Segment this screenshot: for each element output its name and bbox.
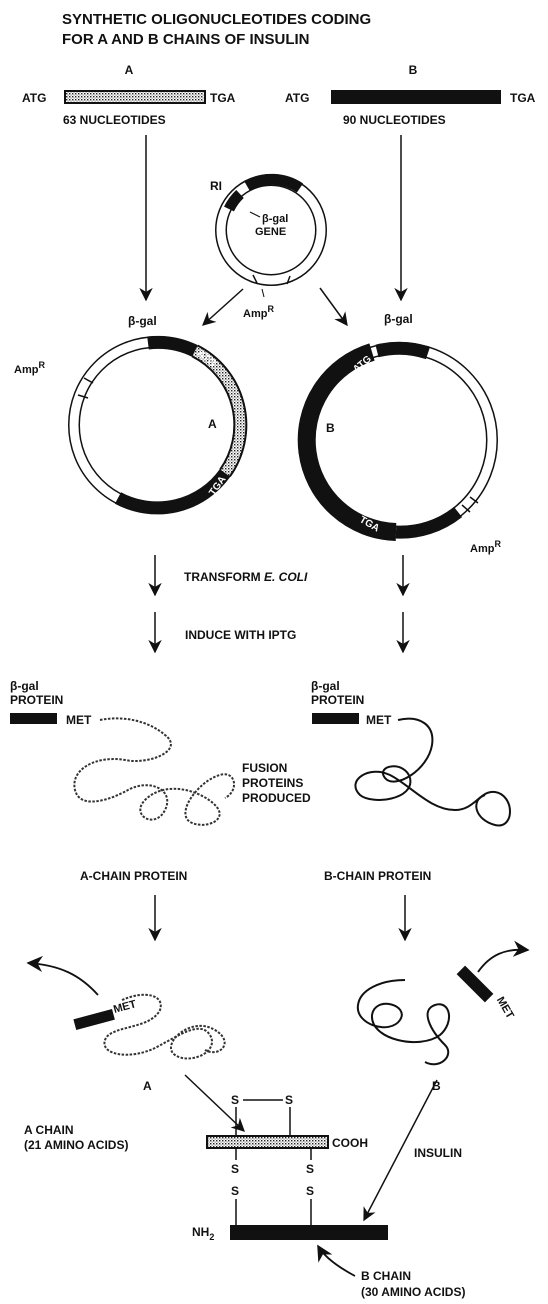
cleaved-met-left: MET [28, 963, 138, 1030]
b-chain-pointer [318, 1246, 355, 1276]
gene-b-length: 90 NUCLEOTIDES [343, 113, 446, 127]
plasmid-ampr-label: AmpR [243, 304, 274, 320]
fusion-a-protein-label: PROTEIN [10, 693, 63, 707]
gene-b-label: B [409, 63, 418, 77]
curved-arrow-right [478, 950, 528, 972]
insulin-label: INSULIN [414, 1146, 462, 1160]
a-chain-free-label: A [143, 1079, 152, 1093]
plasmid-a-insert-label: A [208, 417, 217, 431]
recombinant-plasmid-a: β-gal AmpR ATG TGA A [14, 314, 240, 508]
gene-b-start-codon: ATG [285, 91, 309, 105]
fusion-protein-a: β-gal PROTEIN MET [10, 679, 234, 825]
s-a2: S [285, 1093, 293, 1107]
title-line-2: FOR A AND B CHAINS OF INSULIN [62, 31, 310, 48]
s-b4: S [306, 1184, 314, 1198]
b-chain-bar [230, 1225, 388, 1240]
arrow-plasmid-to-b [320, 288, 347, 325]
plasmid-b-ampr-label: AmpR [470, 539, 501, 555]
plasmid-b-bgal-label: β-gal [384, 312, 413, 326]
nh2-label: NH2 [192, 1225, 214, 1242]
transform-step: TRANSFORM E. COLI [184, 570, 308, 584]
gene-a-length: 63 NUCLEOTIDES [63, 113, 166, 127]
vector-plasmid: RI β-gal GENE AmpR [210, 179, 321, 320]
s-a1: S [231, 1093, 239, 1107]
b-chain-free [358, 980, 449, 1064]
plasmid-b-insert-label: B [326, 421, 335, 435]
s-b2: S [306, 1162, 314, 1176]
cooh-label: COOH [332, 1136, 368, 1150]
gene-a-stop-codon: TGA [210, 91, 236, 105]
a-chain-bar [207, 1136, 328, 1148]
fusion-b-bgal-label: β-gal [311, 679, 340, 693]
a-chain-protein-label: A-CHAIN PROTEIN [80, 869, 187, 883]
gene-b-bar [331, 90, 501, 104]
a-chain-length: (21 AMINO ACIDS) [24, 1138, 128, 1152]
fusion-produced-line-3: PRODUCED [242, 791, 311, 805]
fusion-b-chain [355, 719, 510, 826]
fusion-protein-b: β-gal PROTEIN MET [311, 679, 510, 825]
plasmid-gene-label: GENE [255, 226, 286, 238]
fusion-b-protein-label: PROTEIN [311, 693, 364, 707]
s-b3: S [231, 1184, 239, 1198]
fusion-a-bgal-label: β-gal [10, 679, 39, 693]
fusion-b-met-label: MET [366, 713, 392, 727]
recombinant-plasmid-b: β-gal AmpR ATG TGA B [307, 312, 502, 555]
a-chain-name: A CHAIN [24, 1123, 74, 1137]
b-chain-length: (30 AMINO ACIDS) [361, 1285, 465, 1299]
fusion-produced-line-2: PROTEINS [242, 776, 303, 790]
fusion-b-bgal-bar [312, 713, 359, 724]
fusion-a-bgal-bar [10, 713, 57, 724]
fusion-a-chain [74, 718, 234, 824]
curved-arrow-left [28, 963, 98, 995]
met-fragment-left [73, 1009, 114, 1030]
gene-b-stop-codon: TGA [510, 91, 536, 105]
arrow-plasmid-to-a [203, 289, 243, 325]
met-fragment-right [457, 966, 494, 1003]
gene-b: B ATG TGA 90 NUCLEOTIDES [285, 63, 536, 127]
title-line-1: SYNTHETIC OLIGONUCLEOTIDES CODING [62, 11, 371, 28]
fusion-a-met-label: MET [66, 713, 92, 727]
met-right-label: MET [494, 995, 516, 1021]
induce-step: INDUCE WITH IPTG [185, 628, 296, 642]
plasmid-bgal-label: β-gal [262, 213, 288, 225]
plasmid-a-ampr-label: AmpR [14, 360, 45, 376]
gene-a-label: A [125, 63, 134, 77]
gene-a: A ATG TGA 63 NUCLEOTIDES [22, 63, 236, 127]
s-b1: S [231, 1162, 239, 1176]
cleaved-met-right: MET [457, 950, 528, 1022]
b-chain-protein-label: B-CHAIN PROTEIN [324, 869, 431, 883]
plasmid-a-bgal-label: β-gal [128, 314, 157, 328]
gene-a-start-codon: ATG [22, 91, 46, 105]
insulin-molecule: A CHAIN (21 AMINO ACIDS) S S COOH INSULI… [24, 1093, 465, 1299]
gene-a-bar [65, 91, 205, 103]
plasmid-ri-label: RI [210, 179, 222, 193]
fusion-produced-line-1: FUSION [242, 761, 287, 775]
b-chain-name: B CHAIN [361, 1269, 411, 1283]
met-left-label: MET [112, 998, 138, 1016]
